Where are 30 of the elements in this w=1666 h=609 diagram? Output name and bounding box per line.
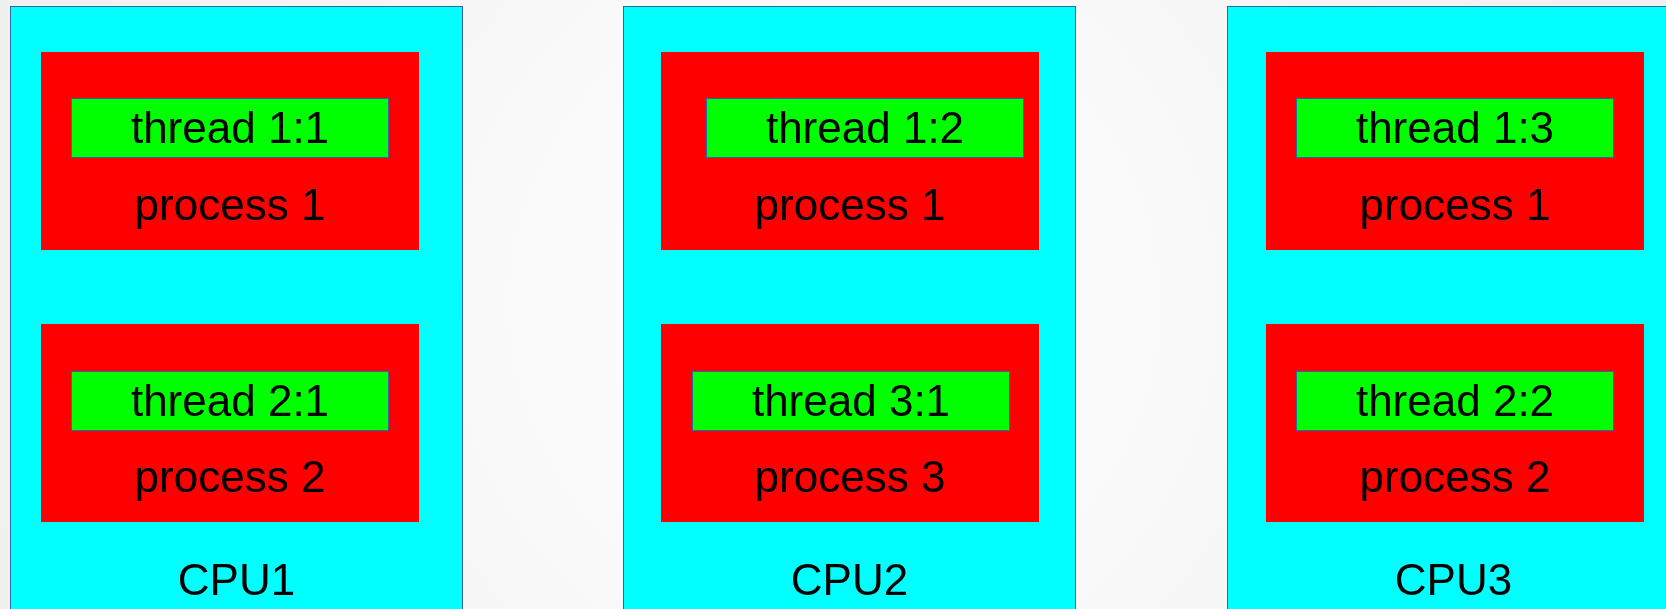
process-box [661,324,1039,522]
process-box [1266,324,1644,522]
node-label: process 1 [1358,180,1552,230]
thread-box [71,371,389,431]
node-label: process 2 [133,452,327,502]
node-label: CPU1 [176,555,297,605]
thread-box [706,98,1024,158]
cpu-box [623,6,1076,609]
node-label: process 3 [753,452,947,502]
process-box [1266,52,1644,250]
node-label: thread 1:3 [1355,103,1555,153]
node-label: CPU2 [789,555,910,605]
node-label: CPU3 [1393,555,1514,605]
process-box [41,324,419,522]
cpu-box [1227,6,1666,609]
node-label: process 2 [1358,452,1552,502]
process-box [41,52,419,250]
node-label: thread 1:1 [130,103,330,153]
thread-box [71,98,389,158]
cpu-box [10,6,463,609]
node-label: thread 2:2 [1355,376,1555,426]
node-label: process 1 [753,180,947,230]
process-box [661,52,1039,250]
thread-box [692,371,1010,431]
thread-box [1296,371,1614,431]
node-label: thread 1:2 [765,103,965,153]
thread-box [1296,98,1614,158]
node-label: thread 2:1 [130,376,330,426]
node-label: thread 3:1 [751,376,951,426]
node-label: process 1 [133,180,327,230]
